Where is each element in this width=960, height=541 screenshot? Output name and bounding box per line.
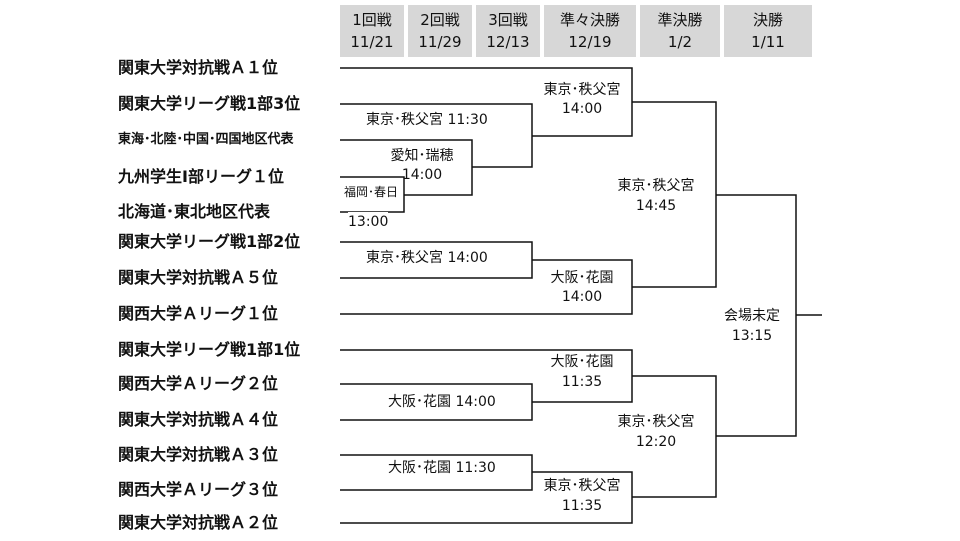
venue-qf-d: 東京･秩父宮 — [543, 478, 621, 494]
round-date: 11/21 — [350, 33, 394, 51]
team-name: 東海･北陸･中国･四国地区代表 — [118, 132, 294, 147]
venue-r3-b: 東京･秩父宮 14:00 — [366, 250, 488, 266]
round-header-3: 3回戦 12/13 — [476, 5, 540, 57]
round-date: 12/13 — [486, 33, 530, 51]
round-name: 準々決勝 — [559, 11, 620, 29]
time-sf-a: 14:45 — [606, 196, 706, 216]
round-name: 1回戦 — [352, 11, 392, 29]
round-name: 決勝 — [752, 11, 783, 29]
round-date: 11/29 — [418, 33, 462, 51]
venue-sf-a: 東京･秩父宮 — [606, 176, 706, 196]
team-name: 関西大学Ａリーグ１位 — [118, 304, 279, 323]
time-r2-a: 14:00 — [401, 167, 443, 183]
team-name: 関東大学対抗戦Ａ４位 — [118, 410, 279, 429]
round-date: 12/19 — [568, 33, 612, 51]
venue-qf-b: 大阪･花園 — [550, 270, 614, 286]
round-header-5: 準決勝 1/2 — [640, 5, 720, 57]
round-header-6: 決勝 1/11 — [724, 5, 812, 57]
round-date: 1/11 — [751, 33, 785, 51]
venue-r3-c: 大阪･花園 14:00 — [388, 394, 496, 410]
team-name: 関西大学Ａリーグ３位 — [118, 480, 279, 499]
venue-final: 会場未定 — [712, 306, 792, 326]
time-qf-d: 11:35 — [561, 498, 603, 514]
team-name: 九州学生Ⅰ部リーグ１位 — [118, 167, 284, 186]
team-name: 関西大学Ａリーグ２位 — [118, 374, 279, 393]
time-qf-b: 14:00 — [561, 289, 603, 305]
round-name: 3回戦 — [488, 11, 528, 29]
team-name: 関東大学リーグ戦1部3位 — [118, 94, 301, 113]
team-name: 関東大学対抗戦Ａ１位 — [118, 58, 279, 77]
round-name: 2回戦 — [420, 11, 460, 29]
team-name: 関東大学リーグ戦1部2位 — [118, 232, 301, 251]
team-name: 関東大学対抗戦Ａ３位 — [118, 445, 279, 464]
time-r1-a: 13:00 — [348, 212, 389, 232]
round-header-1: 1回戦 11/21 — [340, 5, 404, 57]
venue-qf-a: 東京･秩父宮 — [543, 82, 621, 98]
team-name: 関東大学対抗戦Ａ２位 — [118, 513, 279, 532]
venue-r1-a: 福岡･春日 — [344, 185, 399, 199]
round-header-2: 2回戦 11/29 — [408, 5, 472, 57]
venue-sf-b: 東京･秩父宮 — [606, 412, 706, 432]
team-name: 北海道･東北地区代表 — [118, 202, 271, 221]
time-qf-c: 11:35 — [561, 374, 603, 390]
venue-r3-a: 東京･秩父宮 11:30 — [366, 112, 488, 128]
time-final: 13:15 — [712, 326, 792, 346]
round-header-4: 準々決勝 12/19 — [544, 5, 636, 57]
venue-qf-c: 大阪･花園 — [550, 354, 614, 370]
round-date: 1/2 — [667, 33, 693, 51]
venue-r3-d: 大阪･花園 11:30 — [388, 460, 496, 476]
round-name: 準決勝 — [657, 11, 703, 29]
team-name: 関東大学対抗戦Ａ５位 — [118, 268, 279, 287]
venue-r2-a: 愛知･瑞穂 — [390, 148, 454, 164]
time-sf-b: 12:20 — [606, 432, 706, 452]
time-qf-a: 14:00 — [561, 101, 603, 117]
team-name: 関東大学リーグ戦1部1位 — [118, 340, 301, 359]
